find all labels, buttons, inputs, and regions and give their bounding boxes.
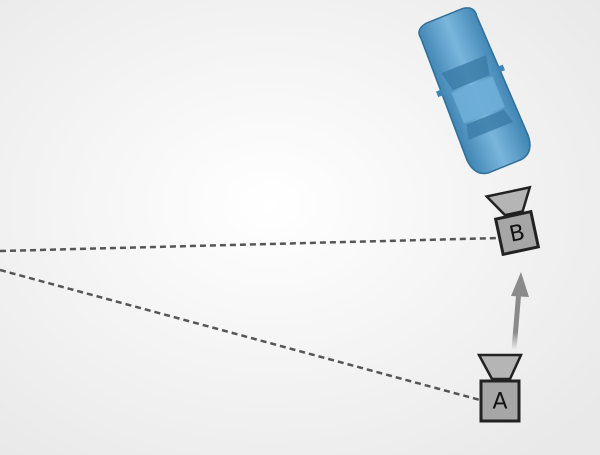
sight-line-a bbox=[0, 268, 481, 402]
car-icon bbox=[418, 7, 531, 175]
camera-b: B bbox=[484, 185, 541, 257]
camera-lens-icon bbox=[484, 185, 532, 217]
camera-b-label: B bbox=[507, 220, 527, 248]
move-arrow bbox=[511, 272, 529, 351]
camera-body-icon bbox=[479, 379, 521, 423]
camera-lens-icon bbox=[476, 353, 523, 381]
camera-body-icon bbox=[493, 209, 541, 257]
camera-a-label: A bbox=[492, 390, 507, 415]
sight-line-b bbox=[0, 236, 501, 253]
camera-a: A bbox=[476, 353, 523, 423]
